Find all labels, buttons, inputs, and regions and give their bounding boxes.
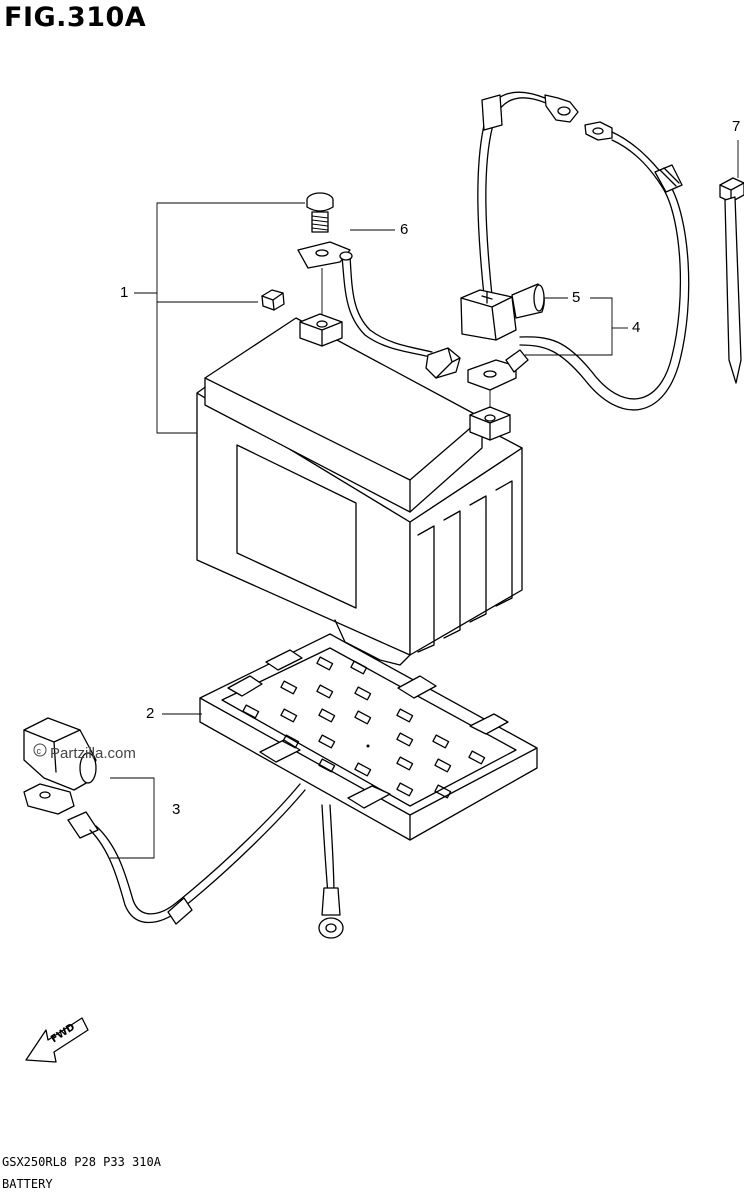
callout-2: 2 (146, 705, 155, 722)
cable-tie (719, 140, 744, 384)
callout-4: 4 (632, 319, 641, 336)
leader-part-1 (134, 202, 305, 434)
leader-part-5-4 (525, 297, 628, 356)
footer-code: GSX250RL8 P28 P33 310A (2, 1155, 161, 1169)
tray-holes (242, 656, 486, 799)
watermark: Partzilla.com (50, 745, 136, 762)
leader-part-3 (110, 777, 155, 859)
copyright-icon: c (33, 743, 47, 757)
battery-nut (261, 289, 285, 311)
callout-1: 1 (120, 284, 129, 301)
footer-name: BATTERY (2, 1177, 53, 1191)
negative-cable (23, 717, 344, 939)
callout-3: 3 (172, 801, 181, 818)
battery-bolt (306, 192, 334, 233)
callout-6: 6 (400, 221, 409, 238)
callout-7: 7 (732, 118, 741, 135)
figure-title: FIG.310A (4, 2, 147, 33)
battery-tray (199, 633, 538, 841)
callout-5: 5 (572, 289, 581, 306)
fwd-arrow-icon (25, 1017, 89, 1063)
positive-cable-assembly (460, 91, 690, 411)
negative-lead-wire (339, 251, 461, 379)
terminal-bracket (297, 241, 351, 318)
battery (196, 313, 523, 666)
svg-text:c: c (37, 746, 42, 756)
